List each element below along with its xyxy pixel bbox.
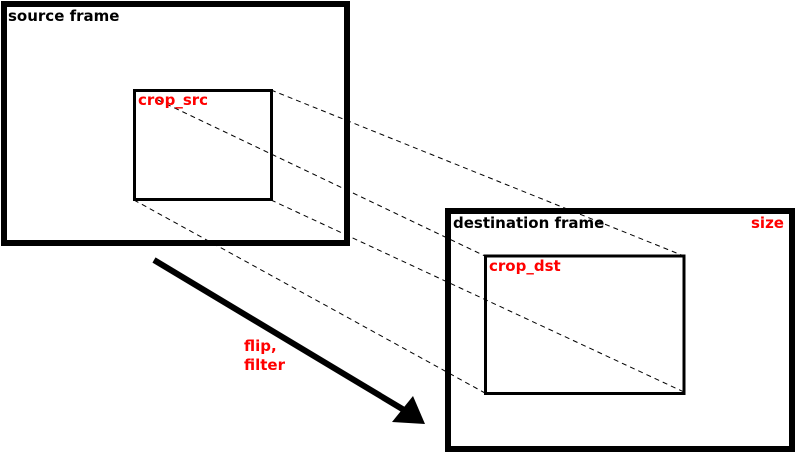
source-frame-label: source frame [8, 7, 120, 25]
transform-arrow-head [392, 396, 425, 424]
crop-src-box [133, 89, 273, 201]
crop-src-label: crop_src [138, 91, 209, 109]
source-frame-box [1, 1, 350, 246]
projection-lines [133, 89, 685, 394]
operation-label-line2: filter [244, 356, 286, 374]
projection-line-top-right [270, 89, 685, 257]
projection-line-top-left [157, 99, 486, 257]
size-label: size [751, 214, 784, 232]
destination-frame-box [445, 208, 795, 452]
crop-dst-label: crop_dst [489, 257, 561, 275]
projection-line-bottom-right [270, 199, 685, 393]
crop-dst-box [484, 254, 686, 395]
operation-label-line1: flip, [244, 337, 277, 355]
transform-arrow-shaft [152, 257, 406, 413]
destination-frame-label: destination frame [453, 214, 605, 232]
projection-line-bottom-left [133, 199, 486, 394]
